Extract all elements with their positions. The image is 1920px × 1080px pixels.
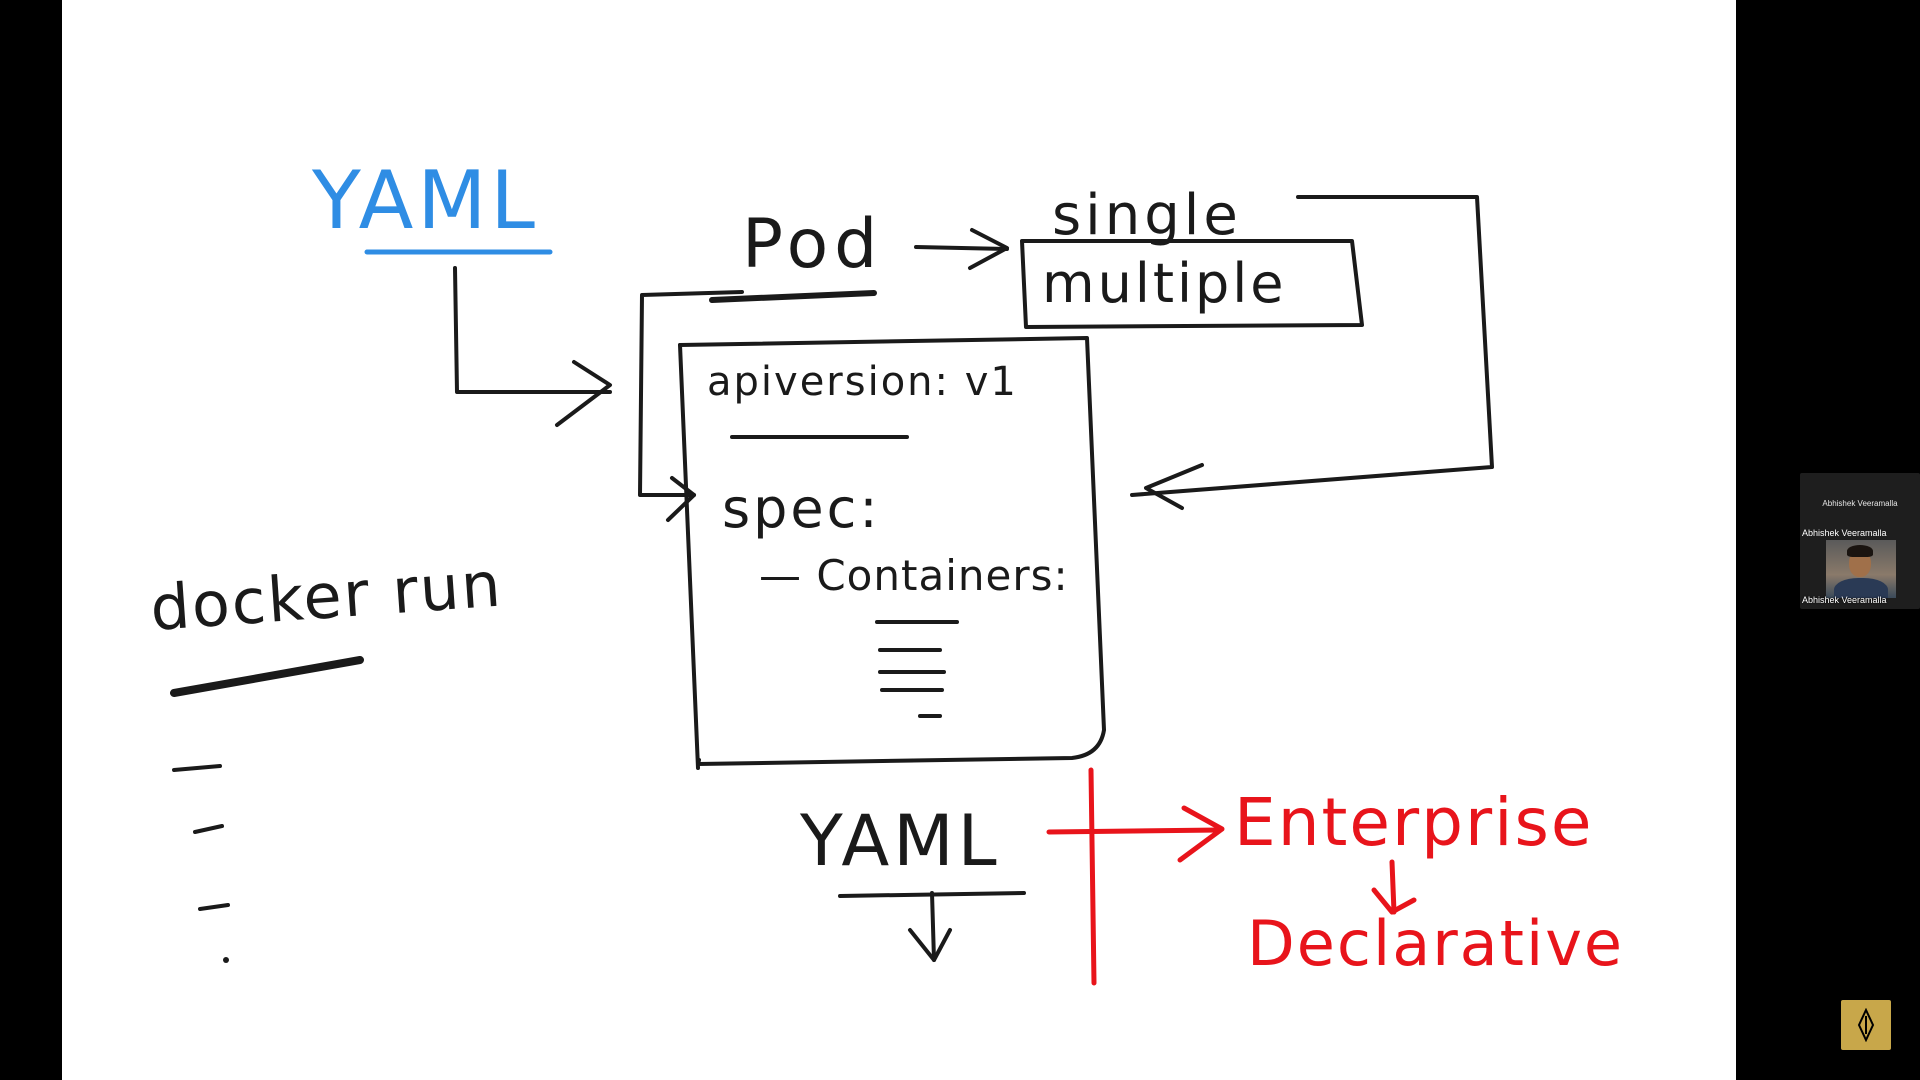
yaml-template-box-left — [678, 343, 700, 770]
pod-underline — [709, 290, 877, 303]
red-vertical-line — [1088, 767, 1097, 986]
whiteboard-canvas[interactable]: YAML Pod single multiple apiversion: v1 … — [62, 0, 1736, 1080]
pod-text: Pod — [742, 205, 883, 284]
yaml-template-box — [678, 336, 1106, 766]
enterprise-down-arrow-head — [1371, 887, 1417, 915]
participant-name-bottom: Abhishek Veeramalla — [1802, 595, 1887, 605]
enterprise-text: Enterprise — [1234, 784, 1594, 861]
single-loop-line — [1130, 195, 1494, 497]
participant-hair — [1847, 545, 1873, 557]
spec-text: spec: — [722, 477, 881, 540]
docker-run-text: docker run — [148, 548, 505, 645]
docker-run-dash-2 — [193, 824, 224, 834]
yaml-bottom-down-arrow-head — [908, 928, 952, 962]
single-text: single — [1052, 183, 1242, 248]
multiple-box — [1020, 239, 1364, 329]
yaml-bottom-text: YAML — [799, 800, 1001, 882]
participant-shoulders — [1834, 578, 1888, 598]
containers-text: — Containers: — [759, 551, 1069, 600]
diamond-arrows-icon — [1857, 1008, 1875, 1042]
participant-video-panel[interactable]: Abhishek Veeramalla Abhishek Veeramalla … — [1800, 473, 1920, 609]
docker-run-dash-1 — [172, 764, 222, 772]
pod-arrow-line — [914, 245, 1009, 251]
docker-run-dot — [223, 957, 229, 963]
pod-arrow-head — [968, 228, 1009, 270]
yaml-arrow-head — [555, 360, 612, 427]
navigation-button[interactable] — [1841, 1000, 1891, 1050]
yaml-arrow-line — [453, 266, 612, 394]
participant-video-thumbnail — [1826, 540, 1896, 598]
pod-loop-arrow-head — [666, 476, 696, 522]
apiversion-text: apiversion: v1 — [707, 359, 1018, 405]
participant-name-label: Abhishek Veeramalla — [1802, 528, 1887, 538]
red-arrow-line — [1046, 827, 1223, 835]
pod-loop-line — [638, 290, 744, 497]
participant-name-top: Abhishek Veeramalla — [1822, 499, 1898, 508]
enterprise-down-arrow-line — [1389, 859, 1397, 915]
red-arrow-head — [1177, 805, 1225, 863]
docker-run-underline — [170, 656, 364, 697]
yaml-bottom-down-arrow-line — [930, 891, 936, 962]
single-loop-arrow-head — [1144, 463, 1204, 510]
yaml-top-text: YAML — [311, 154, 539, 247]
declarative-text: Declarative — [1247, 907, 1624, 980]
whiteboard-drawing: YAML Pod single multiple apiversion: v1 … — [148, 154, 1624, 986]
multiple-text: multiple — [1042, 252, 1287, 315]
docker-run-dash-3 — [198, 903, 230, 911]
